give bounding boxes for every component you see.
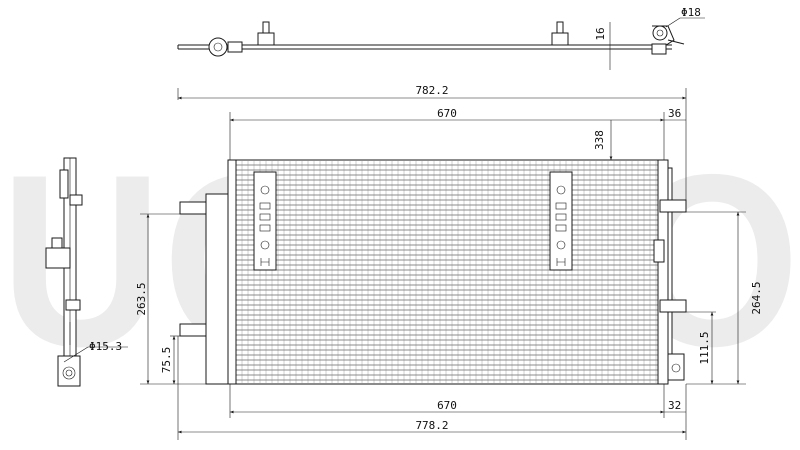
dimension-lines: 782.2 670 36 338 263.5 75.5 264.5 111.5: [135, 84, 763, 440]
dim-fitting-diameter-side: Φ15.3: [89, 340, 122, 353]
dim-right-offset-top: 36: [668, 107, 681, 120]
dim-bracket-spacing: 338: [593, 130, 606, 150]
mount-plate-right: [549, 171, 573, 271]
front-view: [179, 159, 687, 385]
dim-right-offset-bottom: 32: [668, 399, 681, 412]
dim-fitting-diameter-top: Φ18: [681, 6, 701, 19]
dim-core-width-top: 670: [437, 107, 457, 120]
top-view: 16 Φ18: [177, 6, 705, 70]
dim-right-lower-height: 111.5: [698, 331, 711, 364]
dim-overall-width-bottom: 778.2: [415, 419, 448, 432]
side-view: Φ15.3: [45, 157, 128, 387]
dim-overall-width-top: 782.2: [415, 84, 448, 97]
dim-left-lower-height: 75.5: [160, 347, 173, 374]
dim-left-bracket-height: 263.5: [135, 282, 148, 315]
dim-top-height: 16: [594, 27, 607, 40]
radiator-core: [235, 159, 659, 385]
mount-plate-left: [253, 171, 277, 271]
dim-core-width-bottom: 670: [437, 399, 457, 412]
dim-right-bracket-height: 264.5: [750, 281, 763, 314]
